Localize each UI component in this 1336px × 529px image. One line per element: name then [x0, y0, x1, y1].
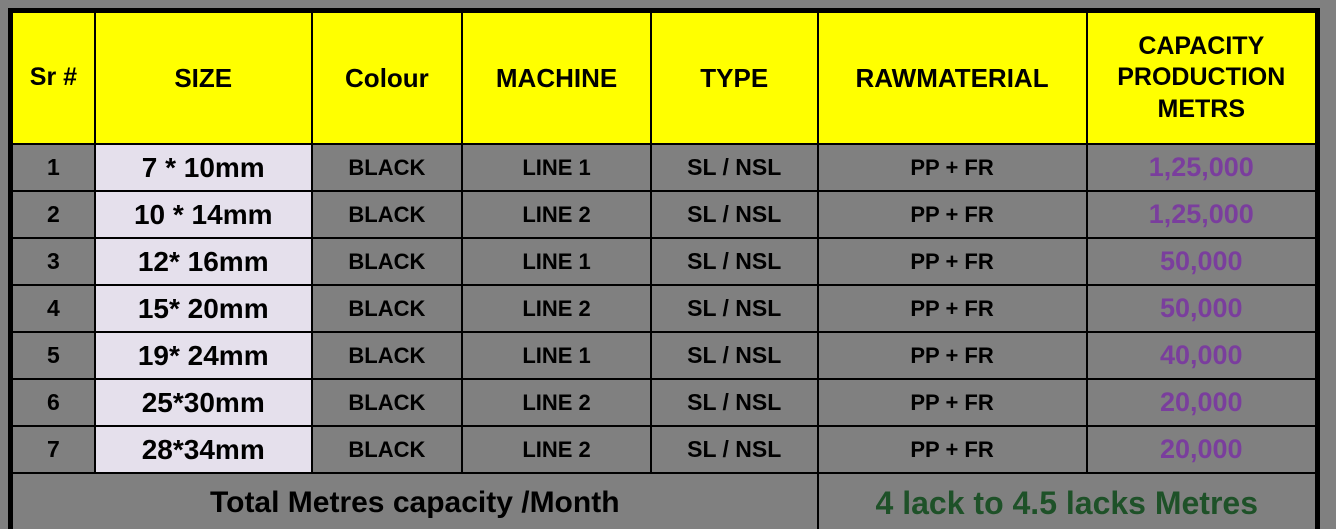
table-footer-row: Total Metres capacity /Month 4 lack to 4… [9, 472, 1319, 529]
cell-colour: BLACK [310, 378, 464, 427]
cell-capacity: 50,000 [1085, 237, 1319, 286]
cell-machine: LINE 2 [461, 190, 652, 239]
cell-machine: LINE 1 [461, 237, 652, 286]
header-cell-type: TYPE [649, 9, 819, 145]
cell-colour: BLACK [310, 237, 464, 286]
cell-sr: 2 [9, 190, 96, 239]
table-row: 2 10 * 14mm BLACK LINE 2 SL / NSL PP + F… [9, 190, 1319, 239]
production-capacity-table: Sr # SIZE Colour MACHINE TYPE RAWMATERIA… [8, 8, 1320, 529]
cell-rawmaterial: PP + FR [816, 284, 1088, 333]
header-cell-capacity: CAPACITY PRODUCTION METRS [1085, 9, 1319, 145]
cell-capacity: 20,000 [1085, 378, 1319, 427]
cell-size: 10 * 14mm [93, 190, 313, 239]
header-cell-rawmaterial: RAWMATERIAL [816, 9, 1088, 145]
cell-capacity: 50,000 [1085, 284, 1319, 333]
cell-colour: BLACK [310, 190, 464, 239]
cell-rawmaterial: PP + FR [816, 425, 1088, 474]
cell-machine: LINE 2 [461, 284, 652, 333]
cell-sr: 5 [9, 331, 96, 380]
cell-machine: LINE 2 [461, 378, 652, 427]
table-row: 4 15* 20mm BLACK LINE 2 SL / NSL PP + FR… [9, 284, 1319, 333]
cell-type: SL / NSL [649, 378, 819, 427]
cell-size: 28*34mm [93, 425, 313, 474]
table-row: 6 25*30mm BLACK LINE 2 SL / NSL PP + FR … [9, 378, 1319, 427]
table-row: 7 28*34mm BLACK LINE 2 SL / NSL PP + FR … [9, 425, 1319, 474]
cell-type: SL / NSL [649, 237, 819, 286]
cell-colour: BLACK [310, 331, 464, 380]
cell-sr: 7 [9, 425, 96, 474]
cell-colour: BLACK [310, 143, 464, 192]
cell-size: 25*30mm [93, 378, 313, 427]
table-row: 5 19* 24mm BLACK LINE 1 SL / NSL PP + FR… [9, 331, 1319, 380]
cell-capacity: 20,000 [1085, 425, 1319, 474]
cell-sr: 6 [9, 378, 96, 427]
cell-size: 7 * 10mm [93, 143, 313, 192]
cell-rawmaterial: PP + FR [816, 378, 1088, 427]
table-header-row: Sr # SIZE Colour MACHINE TYPE RAWMATERIA… [9, 9, 1319, 145]
table-row: 1 7 * 10mm BLACK LINE 1 SL / NSL PP + FR… [9, 143, 1319, 192]
cell-type: SL / NSL [649, 284, 819, 333]
total-capacity-label: Total Metres capacity /Month [9, 472, 819, 529]
table-row: 3 12* 16mm BLACK LINE 1 SL / NSL PP + FR… [9, 237, 1319, 286]
cell-capacity: 1,25,000 [1085, 190, 1319, 239]
cell-colour: BLACK [310, 425, 464, 474]
cell-type: SL / NSL [649, 331, 819, 380]
header-cell-colour: Colour [310, 9, 464, 145]
cell-rawmaterial: PP + FR [816, 331, 1088, 380]
cell-size: 19* 24mm [93, 331, 313, 380]
cell-sr: 4 [9, 284, 96, 333]
header-cell-sr: Sr # [9, 9, 96, 145]
cell-type: SL / NSL [649, 425, 819, 474]
cell-sr: 1 [9, 143, 96, 192]
cell-sr: 3 [9, 237, 96, 286]
cell-capacity: 1,25,000 [1085, 143, 1319, 192]
cell-machine: LINE 1 [461, 143, 652, 192]
cell-type: SL / NSL [649, 190, 819, 239]
cell-rawmaterial: PP + FR [816, 237, 1088, 286]
header-cell-machine: MACHINE [461, 9, 652, 145]
cell-colour: BLACK [310, 284, 464, 333]
cell-machine: LINE 1 [461, 331, 652, 380]
cell-rawmaterial: PP + FR [816, 143, 1088, 192]
cell-type: SL / NSL [649, 143, 819, 192]
cell-size: 15* 20mm [93, 284, 313, 333]
cell-machine: LINE 2 [461, 425, 652, 474]
cell-rawmaterial: PP + FR [816, 190, 1088, 239]
total-capacity-value: 4 lack to 4.5 lacks Metres [816, 472, 1319, 529]
cell-capacity: 40,000 [1085, 331, 1319, 380]
header-cell-size: SIZE [93, 9, 313, 145]
cell-size: 12* 16mm [93, 237, 313, 286]
